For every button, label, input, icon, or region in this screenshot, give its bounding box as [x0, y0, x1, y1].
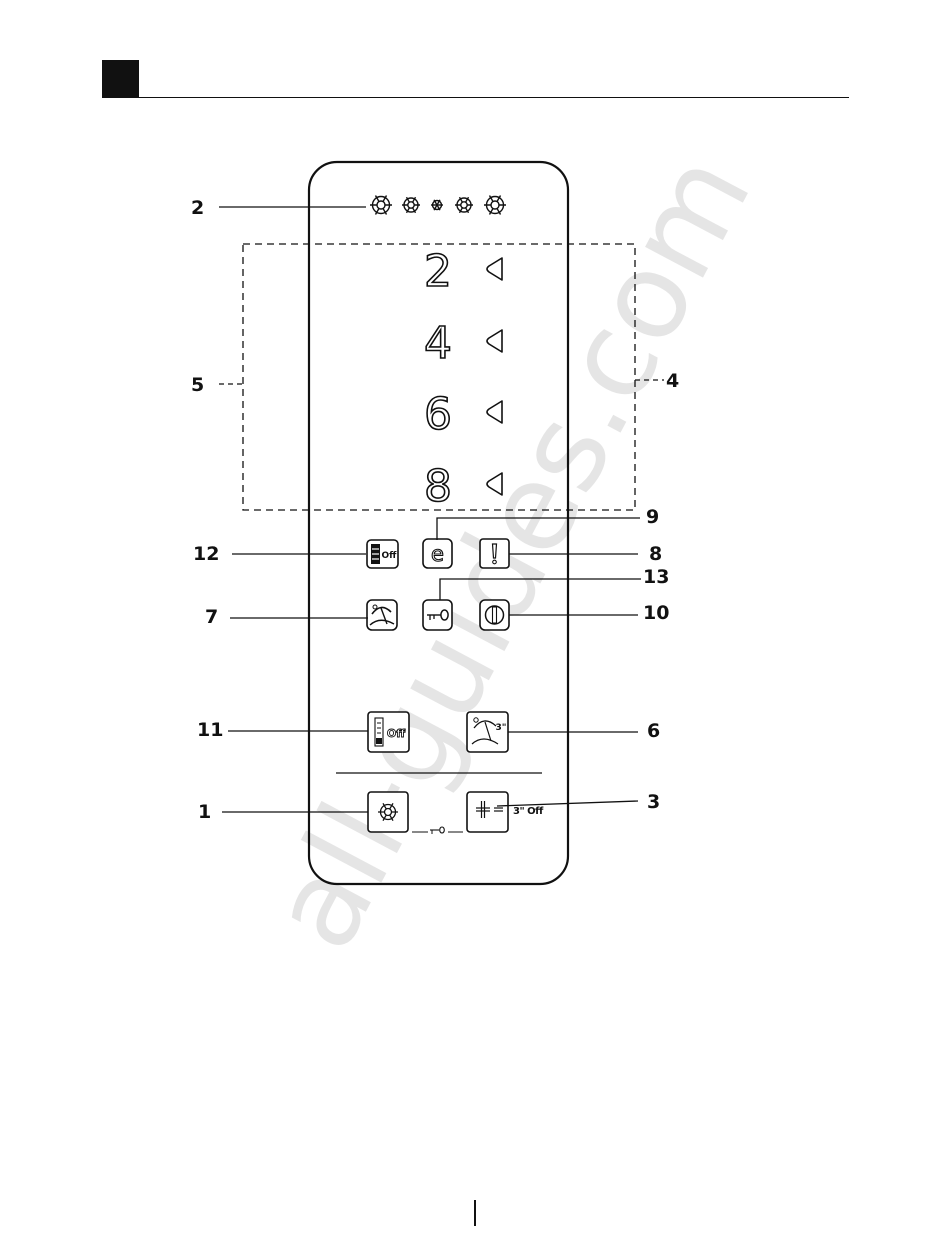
temperature-digit-8: 8	[424, 461, 452, 512]
temperature-adjust-button[interactable]	[467, 792, 508, 832]
level-indicator-triangle	[487, 473, 502, 495]
vacation-button[interactable]: 3"	[467, 712, 508, 752]
temperature-digit-2: 2	[424, 246, 452, 297]
level-indicator-triangle	[487, 330, 502, 352]
key-lock-icon	[423, 600, 452, 630]
freeze-level-indicators	[370, 196, 506, 215]
callout-5: 5	[191, 375, 204, 395]
callout-4: 4	[666, 371, 679, 391]
three-degree-off-label: 3" Off	[513, 806, 543, 817]
callout-3: 3	[647, 792, 660, 812]
callout-7: 7	[205, 607, 218, 627]
power-icon	[480, 600, 509, 630]
callout-9: 9	[646, 507, 659, 527]
callout-11: 11	[197, 720, 223, 740]
fast-freeze-button[interactable]	[368, 792, 408, 832]
snowflake-icon	[455, 197, 473, 213]
snowflake-icon	[370, 196, 392, 215]
level-indicator-triangle	[487, 258, 502, 280]
callout-8: 8	[649, 544, 662, 564]
eco-e-icon: e	[423, 539, 452, 568]
key-lock-combo-icon	[412, 827, 463, 834]
vacation-umbrella-icon	[367, 600, 397, 630]
freezer-off-button[interactable]: Off	[368, 712, 409, 752]
off-label: Off	[382, 551, 398, 561]
callout-10: 10	[643, 603, 669, 623]
three-degree-label: 3"	[496, 723, 507, 733]
snowflake-icon	[431, 200, 443, 210]
exclamation-icon	[480, 539, 509, 568]
snowflake-icon	[402, 197, 420, 213]
page-marker	[474, 1200, 476, 1226]
callout-2: 2	[191, 198, 204, 218]
callout-12: 12	[193, 544, 219, 564]
snowflake-icon	[484, 196, 506, 215]
callout-13: 13	[643, 567, 669, 587]
callout-6: 6	[647, 721, 660, 741]
temperature-digit-6: 6	[424, 389, 452, 440]
freezer-off-indicator: Off	[367, 540, 398, 568]
temperature-digit-4: 4	[424, 318, 452, 369]
off-label: Off	[387, 727, 405, 740]
callout-1: 1	[198, 802, 211, 822]
svg-text:e: e	[431, 542, 444, 566]
level-indicator-triangle	[487, 401, 502, 423]
